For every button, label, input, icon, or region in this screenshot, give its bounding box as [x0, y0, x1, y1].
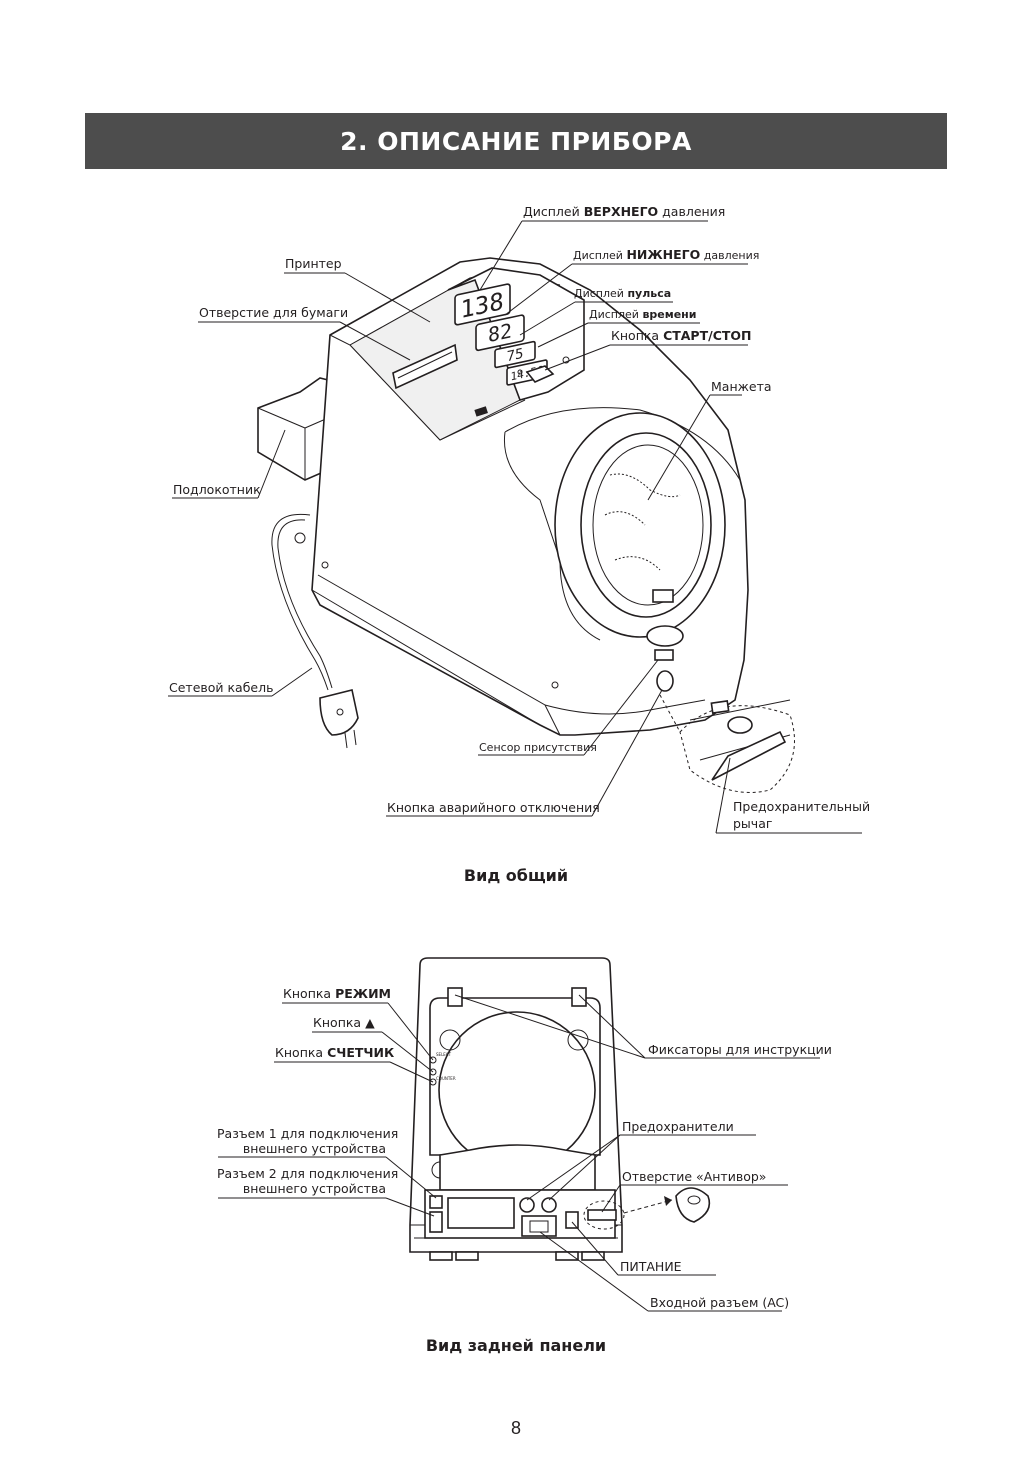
start-stop-button[interactable] [525, 365, 555, 383]
lower-pressure-display [475, 314, 525, 352]
label-armrest: Подлокотник [173, 482, 261, 497]
label-port1-line1: Разъем 1 для подключения [217, 1126, 398, 1141]
label-paper-slot: Отверстие для бумаги [199, 305, 348, 320]
port-1[interactable] [429, 1195, 443, 1209]
leader-lines-general [168, 220, 862, 834]
page-number: 8 [510, 1418, 521, 1438]
antitheft-lock [675, 1187, 711, 1223]
counter-button[interactable] [429, 1078, 437, 1086]
antitheft-detail-outline [583, 1200, 625, 1230]
label-safety-lever-line2: рычаг [733, 816, 772, 831]
power-plug [319, 689, 359, 736]
leader-lines-rear [218, 994, 820, 1312]
fuse-2 [541, 1197, 557, 1213]
label-cuff: Манжета [711, 379, 772, 394]
label-pulse-display: Дисплей пульса [574, 287, 671, 300]
power-cable [271, 513, 329, 691]
power-switch[interactable] [565, 1211, 579, 1229]
section-title: 2. ОПИСАНИЕ ПРИБОРА [340, 126, 692, 156]
up-button[interactable] [429, 1068, 437, 1076]
port-2[interactable] [429, 1211, 443, 1233]
pulse-value: 75 [507, 346, 524, 365]
emergency-stop-button[interactable] [656, 670, 674, 692]
label-ac-inlet: Входной разъем (AC) [650, 1295, 789, 1310]
mode-button[interactable] [429, 1056, 437, 1064]
counter-marking: COUNTER [436, 1076, 456, 1081]
label-power-cable: Сетевой кабель [169, 680, 273, 695]
select-marking: SELECT [436, 1052, 452, 1057]
label-emergency-button: Кнопка аварийного отключения [387, 800, 600, 815]
safety-lever[interactable] [711, 730, 787, 781]
label-printer: Принтер [285, 256, 342, 271]
ac-inlet[interactable] [521, 1215, 557, 1237]
label-antitheft-hole: Отверстие «Антивор» [622, 1169, 766, 1184]
label-counter-button: Кнопка СЧЕТЧИК [275, 1045, 395, 1060]
label-time-display: Дисплей времени [589, 308, 697, 321]
pulse-display [494, 340, 536, 369]
rear-view-caption: Вид задней панели [425, 1336, 607, 1355]
cuff-fabric [604, 473, 681, 571]
label-port2-line2: внешнего устройства [243, 1181, 386, 1196]
section-title-banner: 2. ОПИСАНИЕ ПРИБОРА [85, 113, 947, 169]
fuse-1 [519, 1197, 535, 1213]
armrest-shape [257, 377, 329, 481]
instruction-holder-right [571, 987, 587, 1007]
label-power: ПИТАНИЕ [620, 1259, 682, 1274]
device-general-view: 138 82 75 14:56 [257, 257, 795, 793]
paper-slot-shape [392, 343, 458, 390]
power-symbol-icon [562, 356, 570, 364]
general-view-caption: Вид общий [463, 866, 569, 885]
label-lower-display: Дисплей НИЖНЕГО давления [573, 247, 759, 262]
upper-pressure-display [454, 283, 511, 326]
label-mode-button: Кнопка РЕЖИМ [283, 986, 391, 1001]
label-presence-sensor: Сенсор присутствия [479, 741, 597, 754]
cuff-ring [580, 432, 712, 618]
label-start-stop-button: Кнопка СТАРТ/СТОП [611, 328, 751, 343]
label-up-button: Кнопка ▲ [313, 1015, 375, 1030]
presence-sensor-window [646, 625, 684, 647]
label-fuses: Предохранители [622, 1119, 734, 1134]
label-port1-line2: внешнего устройства [243, 1141, 386, 1156]
label-upper-display: Дисплей ВЕРХНЕГО давления [523, 204, 725, 219]
cover-plate [447, 1197, 515, 1229]
label-port2-line1: Разъем 2 для подключения [217, 1166, 398, 1181]
label-instruction-holders: Фиксаторы для инструкции [648, 1042, 832, 1057]
lower-pressure-value: 82 [488, 318, 512, 347]
device-rear-view: SELECT COUNTER [409, 957, 711, 1261]
label-safety-lever-line1: Предохранительный [733, 799, 870, 814]
